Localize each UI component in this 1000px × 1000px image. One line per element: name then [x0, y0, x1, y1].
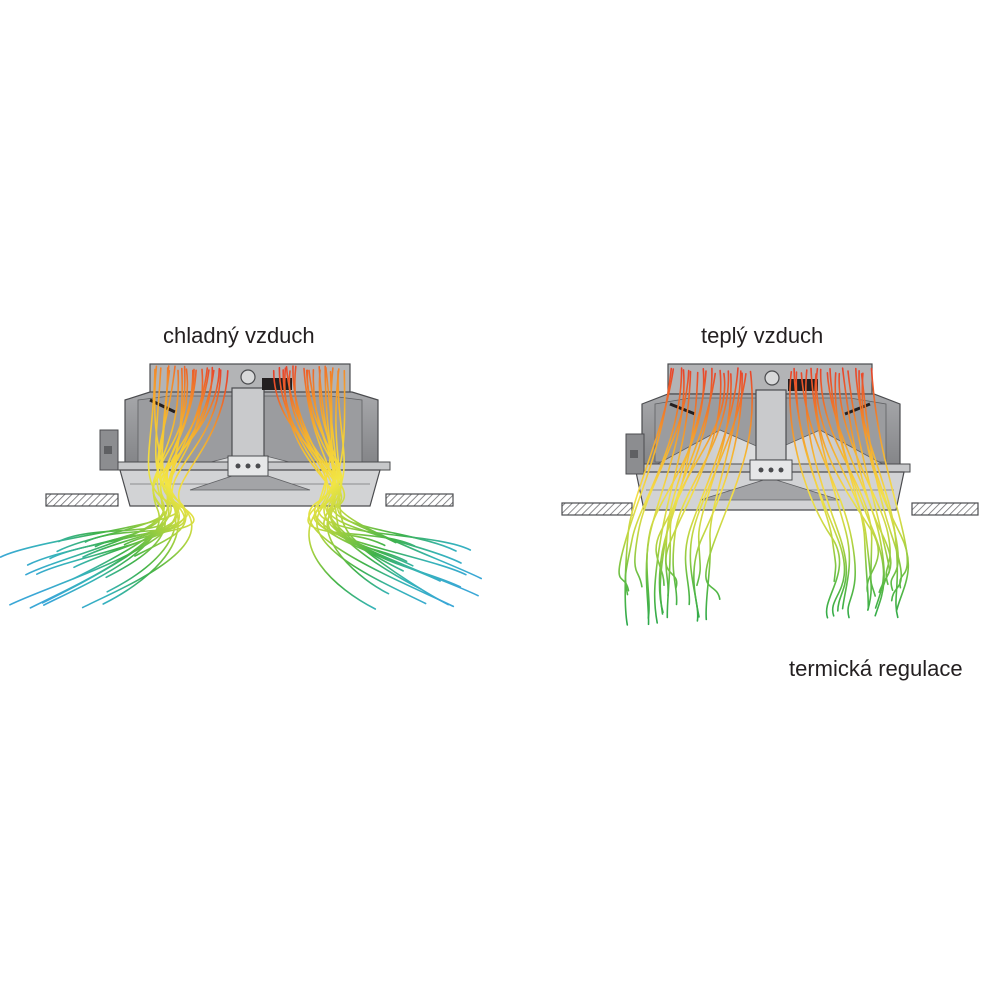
ceiling-left-cold [45, 493, 119, 507]
airflow-streamline [800, 372, 856, 619]
airflow-streamline [306, 369, 414, 567]
warm-air-title: teplý vzduch [701, 323, 824, 348]
airflow-streamline [134, 370, 229, 557]
airflow-streamline [689, 373, 747, 622]
cold-air-diffuser-unit [0, 363, 482, 610]
diffuser-housing-cold [99, 363, 391, 507]
airflow-streamline [847, 370, 891, 586]
warm-air-diffuser-unit [561, 363, 979, 626]
airflow-streamline [870, 367, 909, 589]
cold-air-title: chladný vzduch [163, 323, 315, 348]
airflow-streamline [655, 367, 713, 586]
warm-airflow-streamlines [618, 367, 910, 626]
airflow-streamline [789, 371, 841, 619]
airflow-streamline [805, 369, 848, 612]
airflow-streamline [624, 367, 683, 596]
airflow-streamline [684, 367, 739, 606]
airflow-streamline [43, 369, 180, 606]
airflow-streamline [646, 368, 705, 619]
airflow-streamline [672, 370, 730, 606]
airflow-streamline [303, 367, 422, 590]
airflow-streamline [105, 366, 214, 579]
thermal-regulation-caption: termická regulace [789, 656, 963, 681]
ceiling-right-cold [385, 493, 454, 507]
cold-airflow-streamlines [0, 365, 482, 610]
airflow-streamline [838, 372, 891, 586]
ceiling-left-warm [561, 502, 633, 516]
airflow-streamline [634, 369, 690, 588]
airflow-streamline [335, 368, 482, 580]
airflow-streamline [829, 368, 870, 610]
airflow-streamline [860, 373, 903, 602]
airflow-streamline [810, 367, 851, 610]
airflow-streamline [326, 367, 462, 564]
airflow-streamline [308, 369, 455, 608]
airflow-streamline [288, 370, 397, 544]
airflow-streamline [814, 373, 880, 593]
airflow-streamline [795, 371, 846, 617]
airflow-streamline [705, 370, 754, 600]
airflow-streamline [313, 370, 467, 576]
airflow-streamline [659, 372, 716, 615]
airflow-streamline [72, 365, 186, 580]
airflow-streamline [666, 372, 726, 619]
airflow-streamline [624, 368, 675, 626]
ceiling-right-warm [911, 502, 979, 516]
airflow-streamline [861, 372, 910, 611]
airflow-streamline [123, 367, 221, 546]
airflow-streamline [106, 369, 222, 593]
airflow-streamline [858, 370, 899, 591]
airflow-streamline [313, 369, 479, 597]
